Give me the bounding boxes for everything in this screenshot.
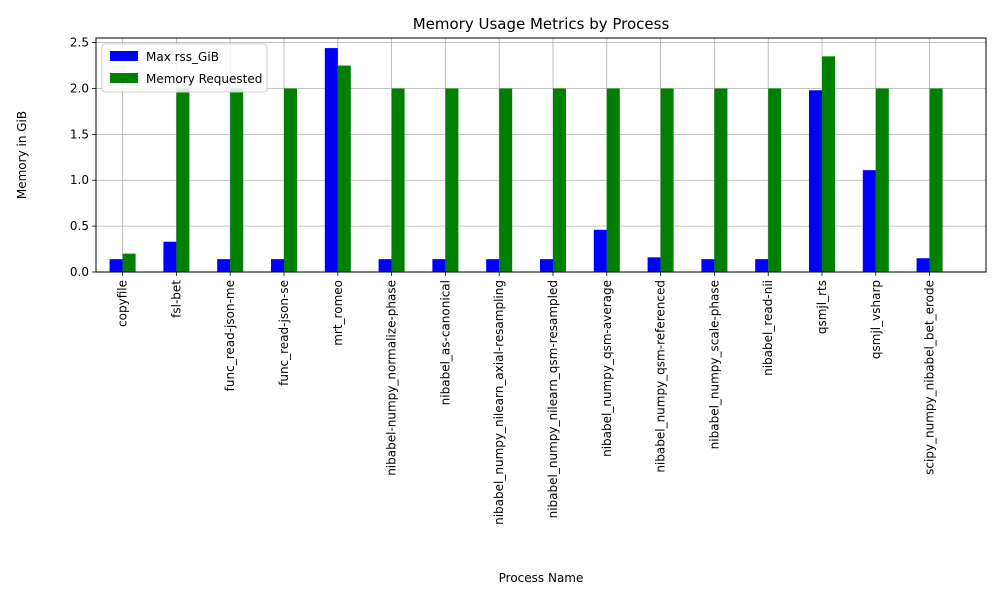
y-tick-label: 0.5 bbox=[70, 219, 89, 233]
x-axis-title: Process Name bbox=[499, 571, 584, 585]
bar-memory-requested bbox=[337, 65, 351, 272]
x-tick-label: qsmjl_vsharp bbox=[869, 280, 883, 359]
x-tick-label: func_read-json-me bbox=[223, 280, 237, 391]
y-tick-label: 0.0 bbox=[70, 265, 89, 279]
bar-max-rss bbox=[809, 90, 822, 273]
legend-box bbox=[101, 43, 268, 93]
bar-max-rss bbox=[109, 259, 123, 272]
bar-max-rss bbox=[217, 259, 231, 272]
legend-label-max-rss: Max rss_GiB bbox=[146, 50, 219, 64]
bar-max-rss bbox=[271, 259, 284, 272]
bar-max-rss bbox=[916, 258, 930, 272]
y-tick-label: 2.5 bbox=[70, 36, 89, 50]
bar-memory-requested bbox=[122, 253, 136, 272]
y-tick-label: 1.0 bbox=[70, 173, 89, 187]
bar-max-rss bbox=[324, 48, 338, 272]
bar-memory-requested bbox=[660, 88, 674, 273]
bar-memory-requested bbox=[553, 88, 566, 273]
bar-memory-requested bbox=[606, 88, 620, 273]
bar-memory-requested bbox=[714, 88, 728, 273]
bars-layer bbox=[109, 48, 943, 273]
bar-memory-requested bbox=[929, 88, 943, 273]
bar-memory-requested bbox=[768, 88, 782, 273]
x-tick-label: nibabel_numpy_qsm-average bbox=[600, 280, 614, 457]
legend: Max rss_GiB Memory Requested bbox=[101, 43, 268, 93]
bar-max-rss bbox=[163, 241, 177, 272]
bar-max-rss bbox=[701, 259, 715, 272]
x-tick-label: fsl-bet bbox=[169, 280, 183, 318]
bar-memory-requested bbox=[499, 88, 513, 273]
bar-memory-requested bbox=[230, 88, 244, 273]
legend-label-memory-requested: Memory Requested bbox=[146, 72, 262, 86]
ticks-layer: 0.0 0.5 1.0 1.5 2.0 2.5 copyfile fsl-bet func_re… bbox=[70, 36, 937, 525]
bar-memory-requested bbox=[391, 88, 405, 273]
x-tick-label: func_read-json-se bbox=[277, 280, 291, 386]
x-tick-label: nibabel_numpy_qsm-referenced bbox=[654, 280, 668, 473]
y-tick-label: 1.5 bbox=[70, 127, 89, 141]
x-tick-label: nibabel_read-nii bbox=[761, 280, 775, 376]
x-tick-label: scipy_numpy_nibabel_bet_erode bbox=[923, 280, 937, 475]
y-tick-label: 2.0 bbox=[70, 81, 89, 95]
x-tick-label: nibabel_numpy_scale-phase bbox=[707, 280, 721, 449]
bar-memory-requested bbox=[176, 88, 190, 273]
bar-max-rss bbox=[862, 170, 876, 272]
bar-memory-requested bbox=[875, 88, 889, 273]
bar-max-rss bbox=[432, 259, 446, 272]
bar-max-rss bbox=[378, 259, 392, 272]
bar-memory-requested bbox=[445, 88, 459, 273]
bar-max-rss bbox=[755, 259, 769, 272]
legend-swatch-max-rss bbox=[110, 51, 138, 61]
legend-swatch-memory-requested bbox=[110, 73, 138, 83]
bar-memory-requested bbox=[284, 88, 297, 273]
bar-max-rss bbox=[593, 229, 607, 272]
x-tick-label: nibabel_numpy_nilearn_axial-resampling bbox=[492, 280, 506, 525]
x-tick-label: qsmjl_rts bbox=[815, 280, 829, 334]
x-tick-label: nibabel-numpy_normalize-phase bbox=[385, 280, 399, 476]
y-axis-title: Memory in GiB bbox=[15, 111, 29, 199]
bar-memory-requested bbox=[822, 56, 835, 273]
bar-max-rss bbox=[647, 257, 661, 272]
x-tick-label: nibabel_numpy_nilearn_qsm-resampled bbox=[546, 280, 560, 518]
x-tick-label: nibabel_as-canonical bbox=[438, 280, 452, 405]
plot-frame bbox=[95, 37, 987, 273]
x-tick-label: copyfile bbox=[116, 280, 130, 327]
chart-title: Memory Usage Metrics by Process bbox=[413, 15, 670, 33]
bar-max-rss bbox=[486, 259, 500, 272]
x-tick-label: mrt_romeo bbox=[331, 280, 345, 346]
bar-max-rss bbox=[540, 259, 553, 272]
